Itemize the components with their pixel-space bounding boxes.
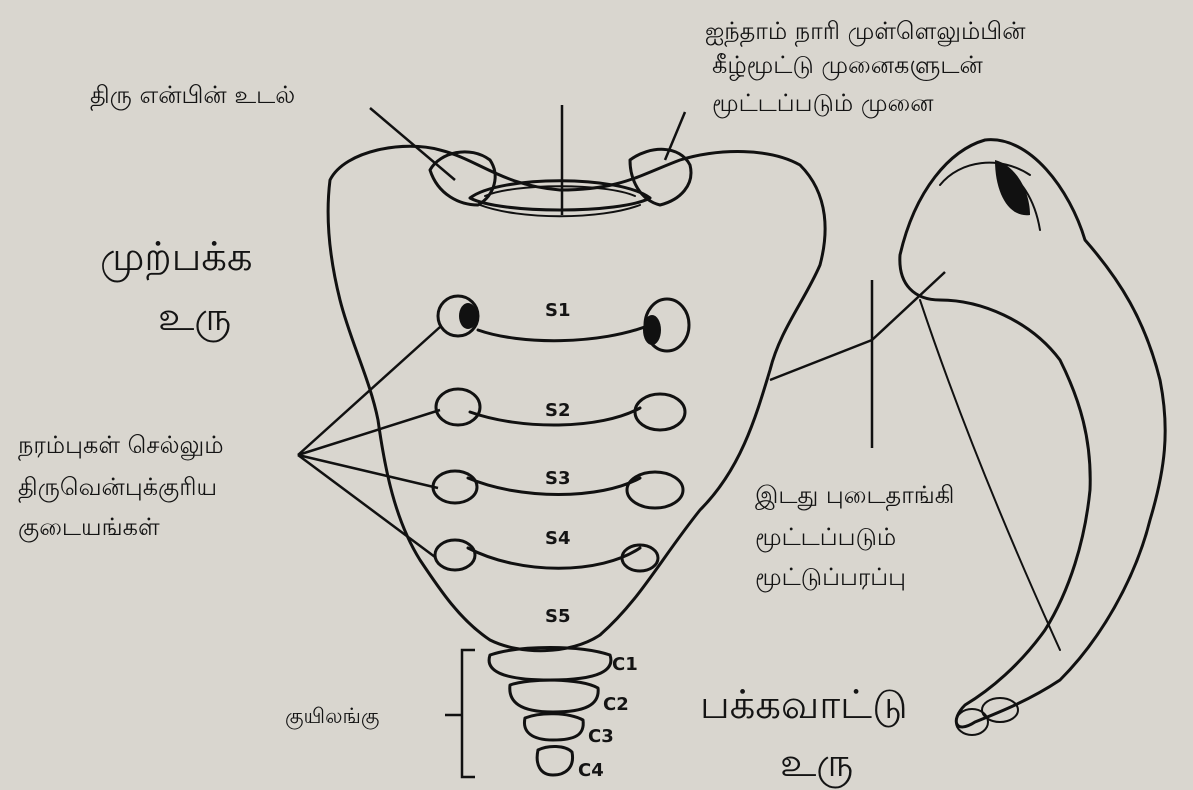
label-foramina-2: திருவென்புக்குரிய: [18, 472, 217, 502]
segment-s1: S1: [545, 300, 571, 321]
label-articular-line-3: மூட்டப்படும் முனை: [712, 88, 934, 118]
label-articular-line-1: ஐந்தாம் நாரி முள்ளெலும்பின்: [705, 16, 1025, 46]
segment-c2: C2: [603, 694, 629, 715]
sacral-body-top: [470, 181, 650, 210]
sacrum-outline: [328, 146, 825, 650]
coccyx-c1: [489, 648, 611, 681]
segment-s5: S5: [545, 606, 571, 627]
label-articular-line-2: கீழ்மூட்டு முனைகளுடன்: [712, 50, 983, 80]
lateral-sacrum-outline: [900, 140, 1165, 727]
label-foramina-1: நரம்புகள் செல்லும்: [18, 430, 224, 460]
label-auricular-3: மூட்டுப்பரப்பு: [755, 562, 906, 592]
coccyx-c3: [524, 714, 583, 740]
label-coccyx: குயிலங்கு: [285, 703, 379, 729]
label-lateral-view-2: உரு: [780, 738, 853, 788]
label-anterior-view-1: முற்பக்க: [100, 232, 253, 282]
label-foramina-3: குடையங்கள்: [18, 512, 160, 542]
label-sacral-body: திரு என்பின் உடல்: [90, 80, 295, 110]
segment-c1: C1: [612, 654, 638, 675]
segment-s3: S3: [545, 468, 571, 489]
label-anterior-view-2: உரு: [158, 292, 231, 342]
label-lateral-view-1: பக்கவாட்டு: [700, 680, 908, 730]
segment-c4: C4: [578, 760, 604, 781]
coccyx-c4: [537, 746, 572, 775]
segment-s2: S2: [545, 400, 571, 421]
label-auricular-1: இடது புடைதாங்கி: [755, 480, 954, 510]
segment-c3: C3: [588, 726, 614, 747]
left-articular-process: [430, 152, 495, 205]
segment-s4: S4: [545, 528, 571, 549]
coccyx-c2: [510, 680, 598, 712]
label-auricular-2: மூட்டப்படும்: [755, 522, 896, 552]
